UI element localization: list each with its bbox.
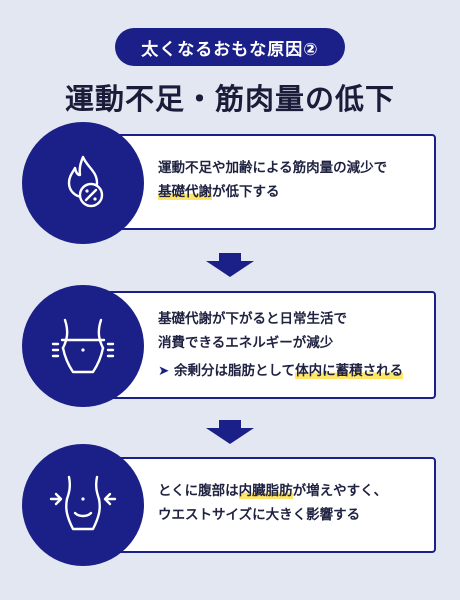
step-card-3: とくに腹部は内臓脂肪が増えやすく、 ウエストサイズに大きく影響する	[98, 457, 436, 553]
step-3-line-2: ウエストサイズに大きく影響する	[158, 507, 361, 523]
step-1-icon-circle	[22, 122, 144, 244]
step-3-line-1-b: が増えやすく、	[292, 483, 388, 499]
step-2-highlight: 体内に蓄積される	[295, 363, 404, 379]
step-1-line-2: 基礎代謝が低下する	[158, 180, 424, 204]
step-3-highlight: 内臓脂肪	[238, 483, 293, 499]
cause-label-text: 太くなるおもな原因②	[141, 39, 319, 60]
cause-label-pill: 太くなるおもな原因②	[115, 28, 345, 66]
step-card-1: 運動不足や加齢による筋肉量の減少で 基礎代謝が低下する	[98, 134, 436, 230]
step-2-icon-circle	[22, 285, 144, 407]
step-3-line-1-a: とくに腹部は	[158, 483, 239, 499]
page-title: 運動不足・筋肉量の低下	[64, 82, 395, 116]
step-2-line-1: 基礎代謝が下がると日常生活で	[158, 311, 347, 327]
step-3-line-1: とくに腹部は内臓脂肪が増えやすく、	[158, 479, 424, 503]
step-2-line-2: 消費できるエネルギーが減少	[158, 335, 334, 351]
bullet-arrow-icon: ➤	[158, 363, 170, 379]
waist-measure-icon	[51, 318, 115, 374]
step-1-highlight: 基礎代謝	[158, 184, 212, 200]
step-card-2: 基礎代謝が下がると日常生活で 消費できるエネルギーが減少 ➤ 余剰分は脂肪として…	[98, 291, 436, 399]
down-arrow-icon	[206, 420, 254, 448]
step-1-line-2-rest: が低下する	[212, 184, 280, 200]
step-2-line-3-a: 余剰分は脂肪として	[174, 363, 296, 379]
step-3-icon-circle	[22, 444, 144, 566]
down-arrow-icon	[206, 253, 254, 281]
waist-compress-icon	[49, 475, 117, 531]
flame-percent-icon	[67, 155, 104, 208]
step-1-line-1: 運動不足や加齢による筋肉量の減少で	[158, 160, 388, 176]
step-2-line-3: ➤ 余剰分は脂肪として体内に蓄積される	[158, 359, 424, 383]
